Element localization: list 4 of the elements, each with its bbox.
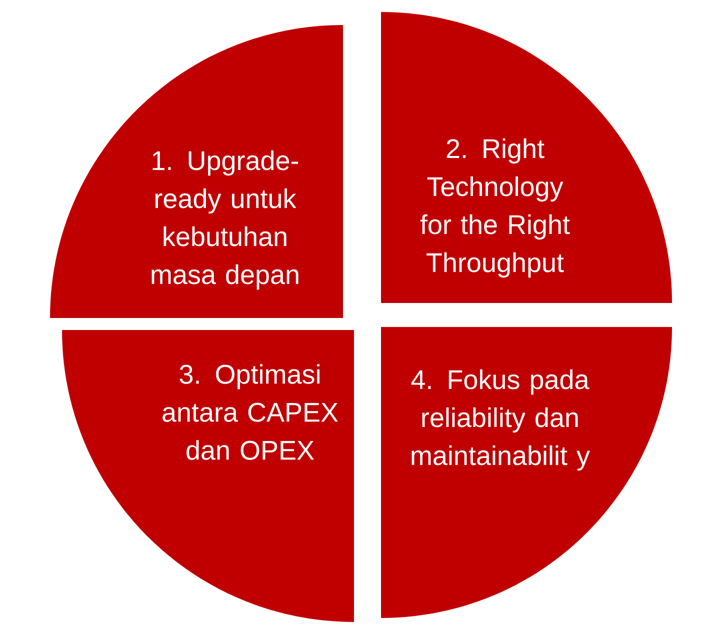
quadrant-sector: 2. Right Technology for the Right Throughput: [381, 12, 672, 303]
quadrant-sector: 3. Optimasi antara CAPEX dan OPEX: [62, 330, 354, 622]
quadrant-sector: 1. Upgrade-ready untuk kebutuhan masa depan: [50, 25, 343, 318]
quadrant-sector: 4. Fokus pada reliability dan maintainabilit y: [381, 327, 672, 618]
